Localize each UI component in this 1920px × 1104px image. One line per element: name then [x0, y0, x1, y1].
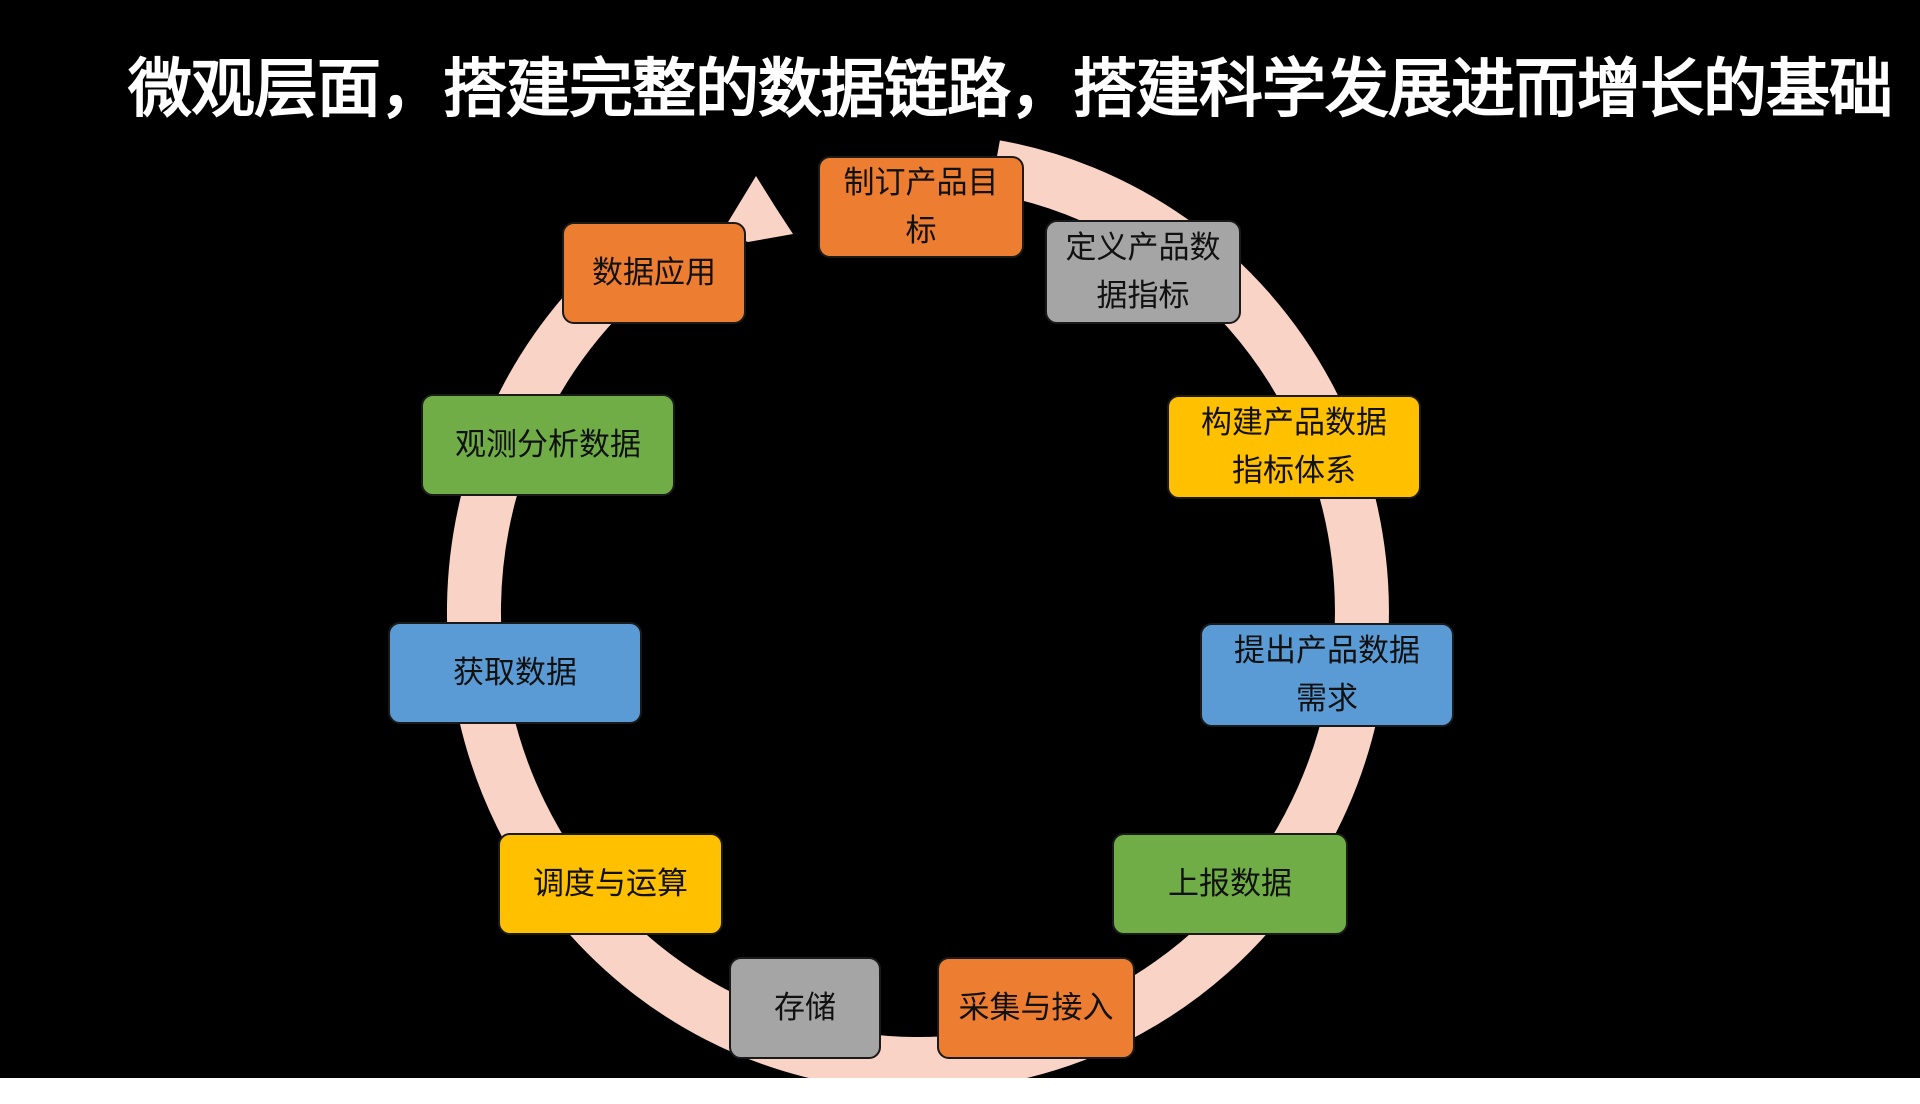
step-storage: 存储 — [729, 957, 881, 1059]
step-label-line: 观测分析数据 — [455, 427, 641, 463]
step-label-line: 需求 — [1296, 681, 1358, 717]
step-label-line: 采集与接入 — [958, 990, 1114, 1026]
step-label-line: 制订产品目 — [843, 165, 999, 201]
step-build-metric-system: 构建产品数据 指标体系 — [1167, 395, 1421, 499]
step-schedule-compute: 调度与运算 — [498, 833, 723, 935]
step-label-line: 定义产品数 — [1065, 230, 1221, 266]
step-define-product-goal: 制订产品目 标 — [818, 156, 1024, 258]
step-label-line: 上报数据 — [1168, 866, 1292, 902]
step-label-line: 存储 — [774, 990, 836, 1026]
step-fetch-data: 获取数据 — [388, 622, 642, 724]
step-label-line: 指标体系 — [1232, 453, 1356, 489]
slide-canvas: 微观层面，搭建完整的数据链路，搭建科学发展进而增长的基础 制订产品目 标 定义产… — [0, 0, 1920, 1078]
page-title: 微观层面，搭建完整的数据链路，搭建科学发展进而增长的基础 — [128, 53, 1893, 127]
step-label-line: 构建产品数据 — [1201, 405, 1387, 441]
step-label-line: 据指标 — [1096, 278, 1190, 314]
step-report-data: 上报数据 — [1112, 833, 1348, 935]
step-apply-data: 数据应用 — [562, 222, 746, 324]
step-label-line: 提出产品数据 — [1234, 633, 1420, 669]
step-label-line: 调度与运算 — [533, 866, 688, 902]
step-label-line: 数据应用 — [592, 255, 716, 291]
step-label-line: 获取数据 — [453, 655, 577, 691]
step-label-line: 标 — [905, 213, 937, 249]
step-define-metrics: 定义产品数 据指标 — [1045, 220, 1241, 324]
step-data-requirements: 提出产品数据 需求 — [1200, 623, 1454, 727]
step-analyze-data: 观测分析数据 — [421, 394, 675, 496]
step-collect-ingest: 采集与接入 — [937, 957, 1135, 1059]
